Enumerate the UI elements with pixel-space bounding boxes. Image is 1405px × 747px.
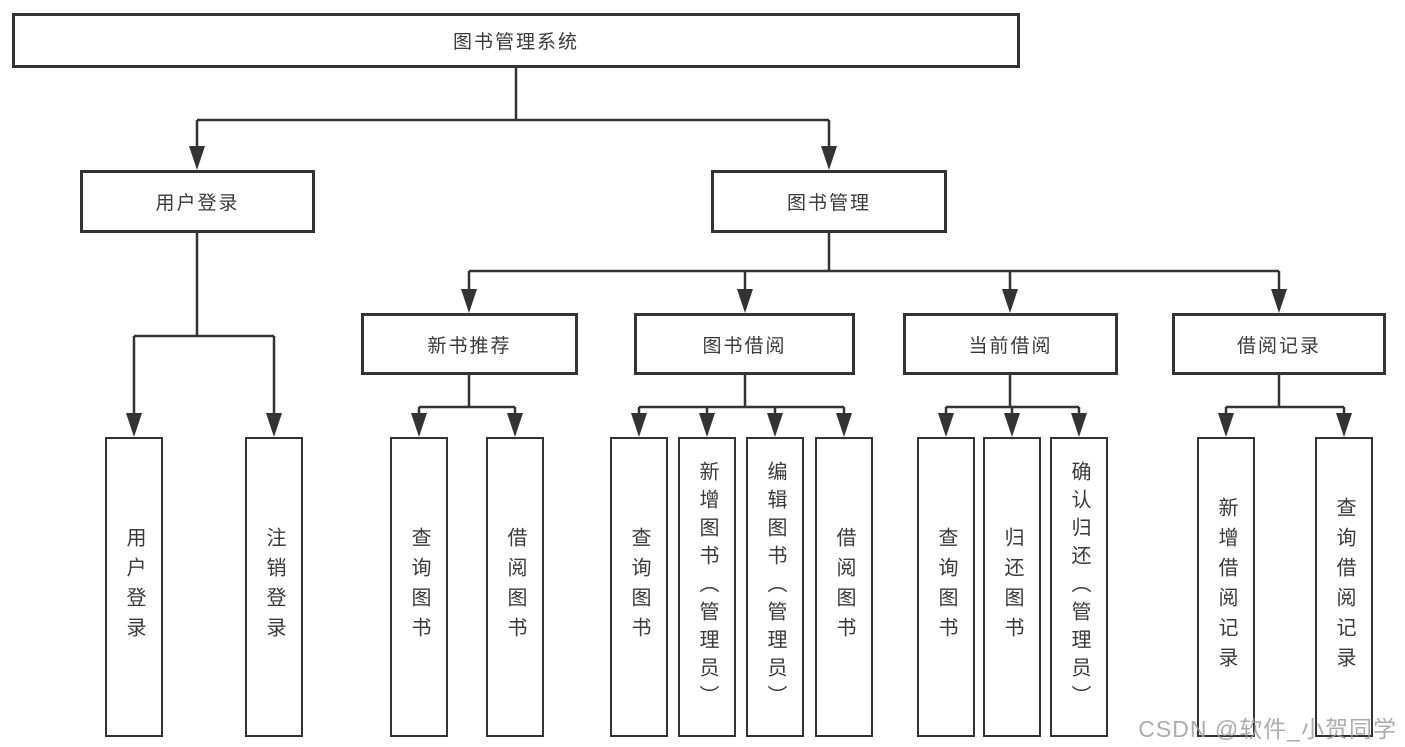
leaf-query-book-borrow: 查询图书 xyxy=(610,437,668,737)
arrowhead xyxy=(189,146,205,170)
watermark-text: CSDN @软件_小贺同学 xyxy=(1138,716,1397,742)
node-book-management: 图书管理 xyxy=(711,170,947,233)
arrowhead xyxy=(126,413,142,437)
connector-root-to-level2 xyxy=(195,68,831,150)
arrowhead xyxy=(938,413,954,437)
arrowhead xyxy=(737,289,753,313)
arrowhead xyxy=(631,413,647,437)
leaf-add-book-admin: 新增图书（管理员） xyxy=(678,437,736,737)
connector-newbookrec-to-leaves xyxy=(417,375,517,419)
leaf-confirm-return-admin: 确认归还（管理员） xyxy=(1050,437,1108,737)
node-borrow-records: 借阅记录 xyxy=(1172,313,1386,375)
connector-borrowrecords-to-leaves xyxy=(1224,375,1346,419)
arrowhead xyxy=(266,413,282,437)
node-new-book-recommend: 新书推荐 xyxy=(361,313,578,375)
leaf-query-borrow-record: 查询借阅记录 xyxy=(1315,437,1373,737)
arrowhead xyxy=(1271,289,1287,313)
connector-bookborrow-to-leaves xyxy=(637,375,846,419)
arrowhead xyxy=(1218,413,1234,437)
connector-currentborrow-to-leaves xyxy=(944,375,1081,419)
arrowhead xyxy=(1004,413,1020,437)
leaf-add-borrow-record: 新增借阅记录 xyxy=(1197,437,1255,737)
arrowhead xyxy=(821,146,837,170)
arrowhead xyxy=(836,413,852,437)
arrowheads xyxy=(126,146,1352,437)
connector-userlogin-to-leaves xyxy=(132,233,276,417)
leaf-borrow-book-borrow: 借阅图书 xyxy=(815,437,873,737)
arrowhead xyxy=(411,413,427,437)
node-user-login: 用户登录 xyxy=(80,170,315,233)
connector-bookmgmt-to-level3 xyxy=(467,233,1281,293)
arrowhead xyxy=(461,289,477,313)
leaf-logout: 注销登录 xyxy=(245,437,303,737)
arrowhead xyxy=(1336,413,1352,437)
leaf-user-login: 用户登录 xyxy=(105,437,163,737)
node-current-borrow: 当前借阅 xyxy=(903,313,1118,375)
leaf-query-book-recommend: 查询图书 xyxy=(390,437,448,737)
arrowhead xyxy=(1071,413,1087,437)
leaf-borrow-book-recommend: 借阅图书 xyxy=(486,437,544,737)
arrowhead xyxy=(767,413,783,437)
node-book-borrow: 图书借阅 xyxy=(634,313,855,375)
arrowhead xyxy=(1002,289,1018,313)
node-root-system: 图书管理系统 xyxy=(12,13,1020,68)
arrowhead xyxy=(699,413,715,437)
leaf-edit-book-admin: 编辑图书（管理员） xyxy=(746,437,804,737)
arrowhead xyxy=(507,413,523,437)
leaf-return-book: 归还图书 xyxy=(983,437,1041,737)
leaf-query-book-current: 查询图书 xyxy=(917,437,975,737)
